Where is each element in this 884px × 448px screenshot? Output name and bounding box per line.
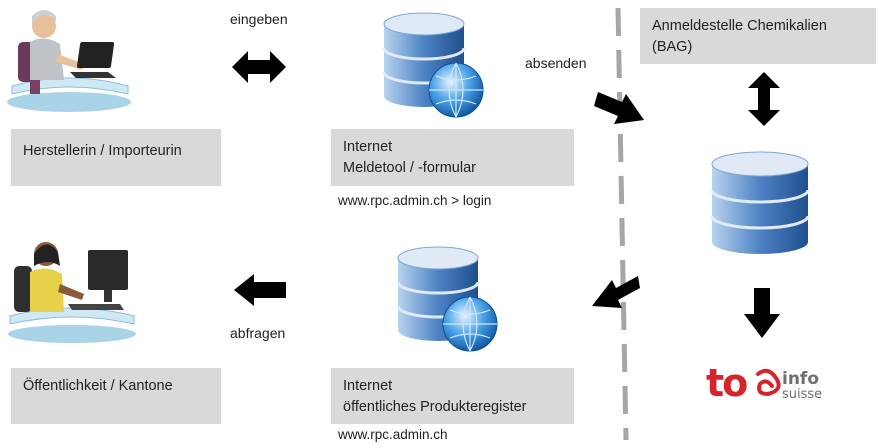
box-public-text: Öffentlichkeit / Kantone: [23, 378, 173, 394]
arrow-left-icon: [234, 274, 286, 306]
box-register-line2: öffentliches Produkteregister: [343, 399, 527, 415]
double-arrow-horizontal-icon: [232, 51, 286, 83]
box-register-line1: Internet: [343, 378, 393, 394]
toxinfo-logo: to info suisse: [706, 360, 846, 408]
public-person-icon: [4, 236, 139, 344]
manufacturer-person-icon: [4, 2, 134, 114]
arrow-down-left-icon: [592, 276, 640, 308]
box-meldetool-line1: Internet: [343, 139, 393, 155]
svg-text:to: to: [706, 361, 747, 405]
box-bag: Anmeldestelle Chemikalien (BAG): [640, 8, 876, 64]
box-manufacturer: Herstellerin / Importeurin: [11, 129, 221, 186]
box-meldetool: Internet Meldetool / -formular: [331, 129, 574, 186]
svg-text:suisse: suisse: [782, 387, 822, 402]
database-icon-register: [392, 244, 504, 356]
box-register: Internet öffentliches Produkteregister: [331, 368, 574, 424]
url-register: www.rpc.admin.ch: [338, 427, 448, 442]
url-meldetool: www.rpc.admin.ch > login: [338, 193, 492, 208]
box-bag-line1: Anmeldestelle Chemikalien: [652, 18, 827, 34]
database-icon-bag: [706, 150, 816, 262]
box-manufacturer-text: Herstellerin / Importeurin: [23, 143, 182, 159]
divider-dashed-line: [615, 7, 629, 441]
label-absenden: absenden: [525, 55, 587, 71]
label-eingeben: eingeben: [230, 11, 288, 27]
box-public: Öffentlichkeit / Kantone: [11, 368, 221, 424]
arrow-down-icon: [744, 288, 780, 338]
label-abfragen: abfragen: [230, 325, 286, 341]
box-bag-line2: (BAG): [652, 39, 693, 55]
box-meldetool-line2: Meldetool / -formular: [343, 160, 476, 176]
svg-text:info: info: [782, 369, 819, 389]
double-arrow-vertical-icon: [748, 72, 780, 126]
arrow-down-right-icon: [594, 92, 644, 124]
database-icon-meldetool: [378, 10, 490, 122]
